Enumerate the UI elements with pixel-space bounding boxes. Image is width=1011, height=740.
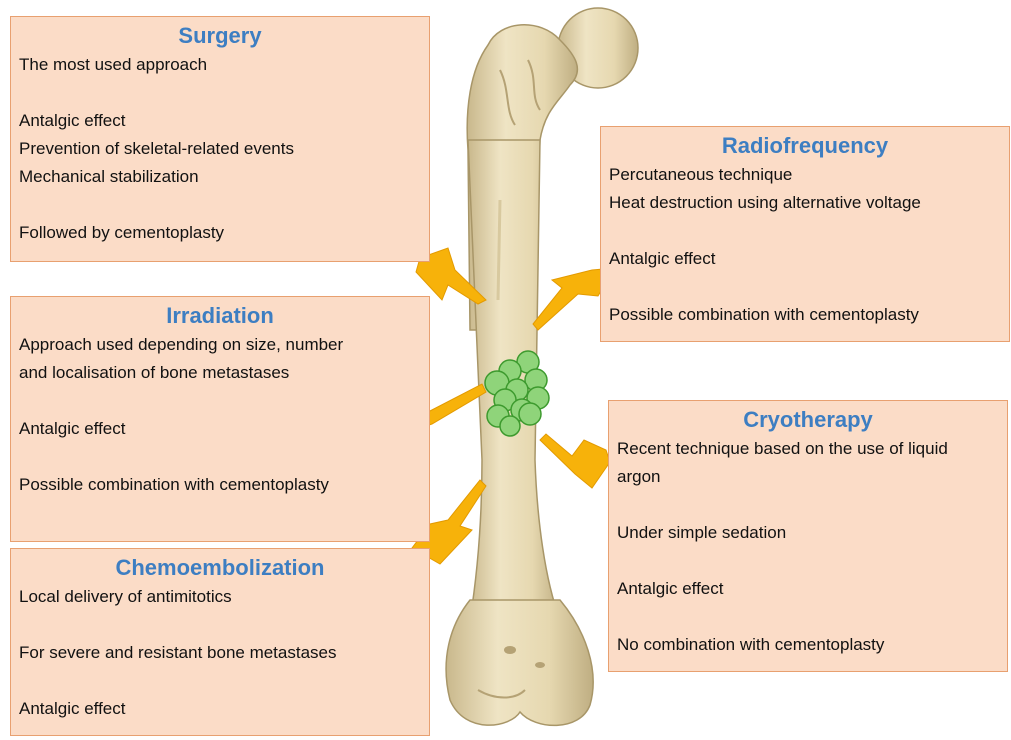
surgery-line: Antalgic effect <box>19 107 421 135</box>
surgery-line: Followed by cementoplasty <box>19 219 421 247</box>
radiofrequency-box: Radiofrequency Percutaneous technique He… <box>600 126 1010 342</box>
radiofrequency-line: Percutaneous technique <box>609 161 1001 189</box>
cryotherapy-line: Recent technique based on the use of liq… <box>617 435 987 491</box>
radiofrequency-title: Radiofrequency <box>609 131 1001 161</box>
radiofrequency-line: Heat destruction using alternative volta… <box>609 189 1001 217</box>
chemoembolization-line: For severe and resistant bone metastases <box>19 639 421 667</box>
cryotherapy-box: Cryotherapy Recent technique based on th… <box>608 400 1008 672</box>
radiofrequency-line: Antalgic effect <box>609 245 1001 273</box>
surgery-line: The most used approach <box>19 51 421 79</box>
cryotherapy-line: Under simple sedation <box>617 519 999 547</box>
irradiation-line: Approach used depending on size, number … <box>19 331 369 387</box>
irradiation-title: Irradiation <box>19 301 421 331</box>
cryotherapy-line: No combination with cementoplasty <box>617 631 999 659</box>
surgery-box: Surgery The most used approach Antalgic … <box>10 16 430 262</box>
chemoembolization-box: Chemoembolization Local delivery of anti… <box>10 548 430 736</box>
irradiation-line: Antalgic effect <box>19 415 421 443</box>
cryotherapy-line: Antalgic effect <box>617 575 999 603</box>
chemoembolization-title: Chemoembolization <box>19 553 421 583</box>
cryotherapy-title: Cryotherapy <box>617 405 999 435</box>
radiofrequency-line: Possible combination with cementoplasty <box>609 301 1001 329</box>
irradiation-line: Possible combination with cementoplasty <box>19 471 421 499</box>
surgery-title: Surgery <box>19 21 421 51</box>
chemoembolization-line: Antalgic effect <box>19 695 421 723</box>
surgery-line: Mechanical stabilization <box>19 163 421 191</box>
lightning-bolt-icon <box>540 434 610 488</box>
chemoembolization-line: Local delivery of antimitotics <box>19 583 421 611</box>
irradiation-box: Irradiation Approach used depending on s… <box>10 296 430 542</box>
surgery-line: Prevention of skeletal-related events <box>19 135 421 163</box>
